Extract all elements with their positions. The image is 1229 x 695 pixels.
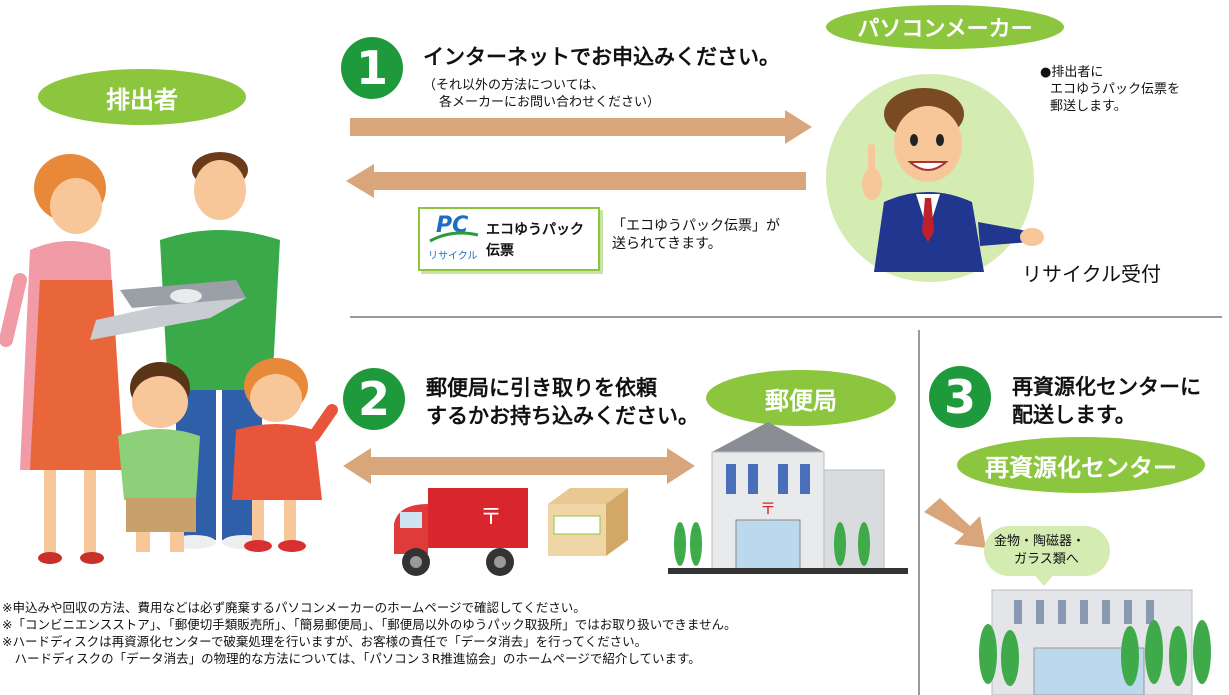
step1-number: 1: [341, 37, 403, 99]
slip-caption-1: 「エコゆうパック伝票」が: [612, 218, 780, 234]
pc-swoosh-icon: [429, 231, 479, 243]
pc-recycle-mark: PC リサイクル: [428, 213, 482, 263]
double-arrow: [343, 448, 695, 484]
maker-note-3: 郵送します。: [1050, 99, 1127, 114]
svg-text:〒: 〒: [760, 499, 776, 518]
recycling-center-building-icon: [979, 589, 1211, 695]
recycle-reception-label: リサイクル受付: [1022, 262, 1161, 286]
postal-truck-icon: 〒: [394, 488, 528, 576]
center-label: 再資源化センター: [957, 437, 1205, 493]
family-illustration: [0, 152, 338, 564]
maker-note-1: ●排出者に: [1040, 65, 1104, 80]
bubble-tail: [1032, 572, 1056, 586]
post-office-building-icon: 〒: [668, 422, 908, 574]
center-bubble-1: 金物・陶磁器・: [994, 534, 1086, 549]
note-line-2: ※「コンビニエンスストア」、「郵便切手類販売所」、「簡易郵便局」、「郵便局以外の…: [2, 617, 737, 632]
maker-label-text: パソコンメーカー: [857, 17, 1033, 42]
slip-caption-2: 送られてきます。: [612, 236, 722, 252]
notes-block: ※申込みや回収の方法、費用などは必ず廃棄するパソコンメーカーのホームページで確認…: [2, 599, 912, 667]
step2-number: 2: [343, 368, 405, 430]
svg-text:〒: 〒: [480, 505, 502, 530]
parcel-box-icon: [548, 488, 628, 556]
center-label-text: 再資源化センター: [985, 453, 1177, 482]
maker-label: パソコンメーカー: [826, 5, 1064, 49]
step2-title-2: するかお持ち込みください。: [426, 404, 699, 428]
center-bubble: [984, 526, 1110, 576]
pc-recycle-text: リサイクル: [428, 251, 478, 262]
step1-subtext-2: 各メーカーにお問い合わせください）: [439, 95, 661, 110]
maker-note-2: エコゆうパック伝票を: [1050, 82, 1181, 97]
vertical-divider: [918, 330, 920, 695]
post-office-label: 郵便局: [706, 370, 896, 426]
step1-subtext-1: （それ以外の方法については、: [423, 78, 605, 93]
step3-number: 3: [929, 366, 991, 428]
step2-title-1: 郵便局に引き取りを依頼: [426, 376, 657, 400]
businessman-illustration: [862, 88, 1044, 272]
center-bubble-2: ガラス類へ: [1014, 552, 1079, 567]
step3-title-1: 再資源化センターに: [1012, 375, 1201, 399]
sender-label-text: 排出者: [106, 85, 178, 114]
step3-title-2: 配送します。: [1012, 403, 1136, 427]
note-line-3: ※ハードディスクは再資源化センターで破棄処理を行いますが、お客様の責任で「データ…: [2, 634, 648, 649]
slip-name-2: 伝票: [486, 243, 514, 259]
slip-name-1: エコゆうパック: [486, 222, 584, 238]
horizontal-divider: [350, 316, 1222, 318]
arrow-to-maker: [350, 110, 812, 144]
note-line-4: ハードディスクの「データ消去」の物理的な方法については、「パソコン３R推進協会」…: [2, 651, 701, 666]
eco-yupack-slip: PC リサイクル エコゆうパック 伝票: [418, 207, 600, 271]
note-line-1: ※申込みや回収の方法、費用などは必ず廃棄するパソコンメーカーのホームページで確認…: [2, 600, 586, 615]
arrow-to-sender: [346, 164, 806, 198]
post-office-label-text: 郵便局: [765, 386, 837, 415]
step1-title: インターネットでお申込みください。: [423, 45, 780, 69]
sender-label: 排出者: [38, 69, 246, 125]
arrow-to-center: [924, 498, 986, 548]
